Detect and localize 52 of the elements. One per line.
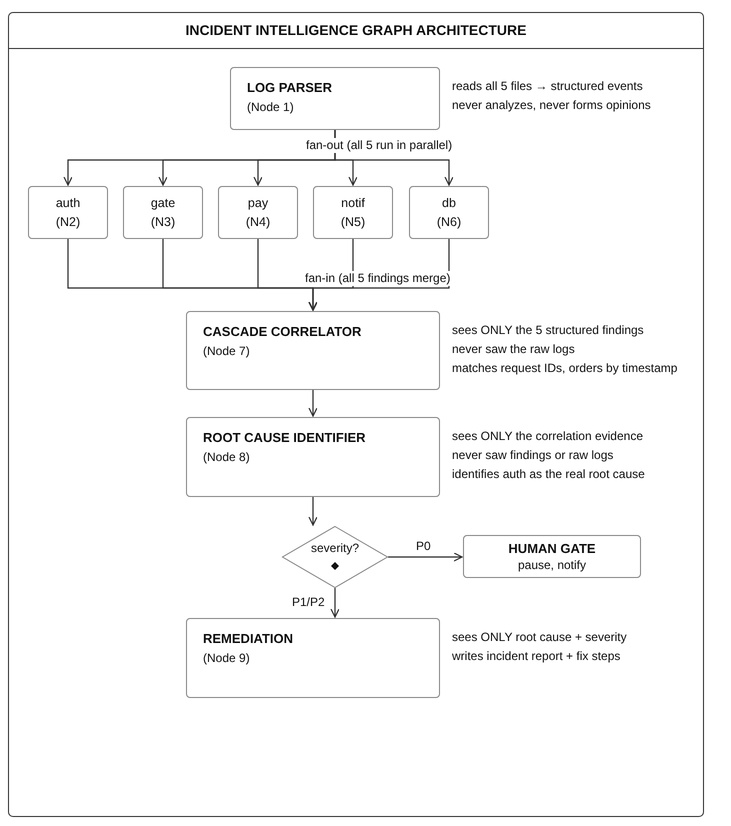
process-box [186, 311, 440, 390]
connector-arrow [334, 130, 454, 186]
connector-arrow [330, 588, 340, 618]
box-title: CASCADE CORRELATOR [203, 324, 362, 339]
node-id: (Node 9) [203, 651, 251, 665]
process-box [409, 186, 489, 239]
node-id: (Node 1) [247, 100, 295, 114]
side-note: never analyzes, never forms opinions [452, 98, 651, 112]
decision-label: severity? [310, 541, 360, 555]
node-id: (Node 7) [203, 344, 251, 358]
box-title: HUMAN GATE [508, 541, 596, 556]
connector-arrow [388, 552, 463, 562]
box-title: pay [248, 196, 268, 210]
diagram-title: INCIDENT INTELLIGENCE GRAPH ARCHITECTURE [186, 22, 526, 38]
node-id: (N2) [56, 215, 80, 229]
side-note: sees ONLY root cause + severity [452, 630, 627, 644]
side-note: reads all 5 files → structured events [452, 79, 643, 93]
side-note: never saw findings or raw logs [452, 448, 614, 462]
side-note: matches request IDs, orders by timestamp [452, 361, 678, 375]
connector-arrow [308, 497, 318, 526]
process-box [313, 186, 393, 239]
node-id: (N6) [436, 215, 462, 229]
side-note: sees ONLY the correlation evidence [452, 429, 643, 443]
side-note: writes incident report + fix steps [452, 649, 620, 663]
node-id: (Node 8) [203, 450, 251, 464]
process-box [123, 186, 203, 239]
side-note: never saw the raw logs [452, 342, 575, 356]
process-box [186, 417, 440, 497]
box-subtitle: pause, notify [518, 558, 586, 572]
process-box [218, 186, 298, 239]
box-title: ROOT CAUSE IDENTIFIER [203, 430, 367, 445]
box-title: auth [56, 196, 80, 210]
box-title: REMEDIATION [203, 631, 294, 646]
box-title: gate [150, 196, 176, 210]
edge-label: fan-in (all 5 findings merge) [303, 271, 452, 286]
box-title: db [442, 196, 456, 210]
node-id: (N5) [340, 215, 366, 229]
side-note: sees ONLY the 5 structured findings [452, 323, 644, 337]
box-title: notif [341, 196, 365, 210]
connector-arrow [308, 239, 450, 311]
connector-arrow [308, 390, 318, 417]
edge-label: P0 [415, 539, 432, 554]
edge-label: P1/P2 [291, 595, 326, 610]
side-note: identifies auth as the real root cause [452, 467, 645, 481]
process-box [28, 186, 108, 239]
node-id: (N3) [150, 215, 176, 229]
process-box [463, 535, 641, 578]
box-title: LOG PARSER [247, 80, 333, 95]
process-box [230, 67, 440, 130]
node-id: (N4) [246, 215, 270, 229]
edge-label: fan-out (all 5 run in parallel) [304, 138, 454, 153]
process-box [186, 618, 440, 698]
